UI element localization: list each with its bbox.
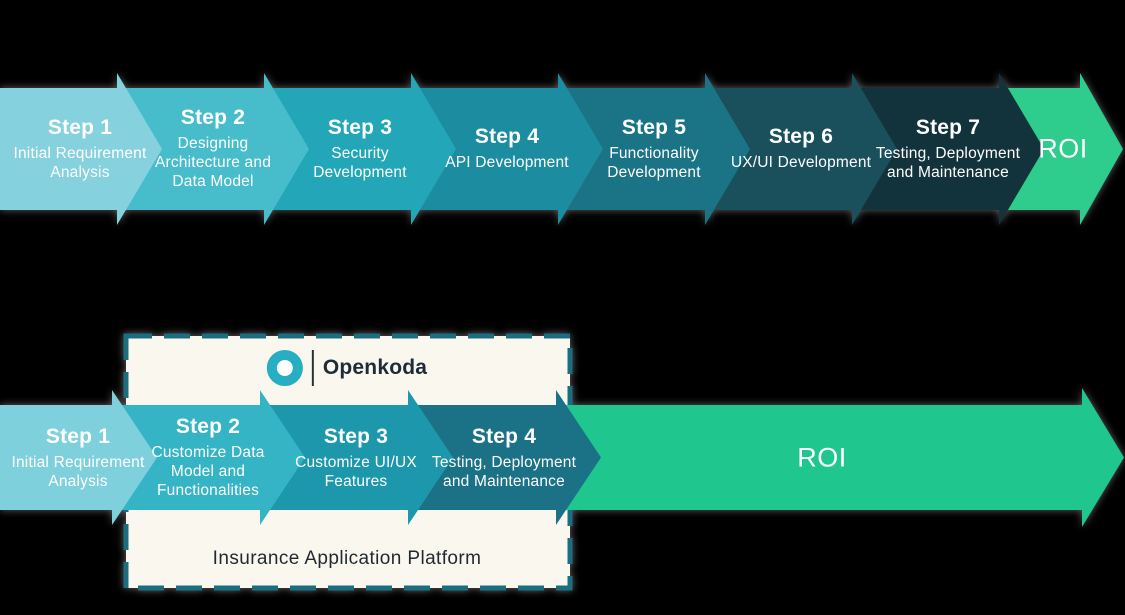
top-step-6-arrow	[705, 73, 897, 225]
bottom-step-4-arrow	[408, 390, 601, 525]
bottom-step-1-arrow	[0, 390, 157, 525]
top-step-1-arrow	[0, 73, 162, 225]
openkoda-logo: Openkoda	[266, 350, 428, 386]
bottom-step-3-arrow	[260, 390, 453, 525]
bottom-roi-arrow	[556, 388, 1124, 527]
top-step-3-arrow	[264, 73, 456, 225]
openkoda-logo-text: Openkoda	[322, 356, 428, 379]
top-roi-label: ROI	[1038, 133, 1088, 164]
bottom-step-2-arrow	[112, 390, 305, 525]
openkoda-logo-icon	[266, 350, 303, 386]
top-roi-arrow	[999, 73, 1123, 225]
logo-divider	[311, 350, 314, 386]
top-step-5-arrow	[558, 73, 750, 225]
top-step-2-arrow	[117, 73, 309, 225]
platform-caption: Insurance Application Platform	[212, 548, 482, 569]
top-step-4-arrow	[411, 73, 603, 225]
top-step-7-arrow	[852, 73, 1044, 225]
bottom-roi-label: ROI	[797, 442, 847, 473]
